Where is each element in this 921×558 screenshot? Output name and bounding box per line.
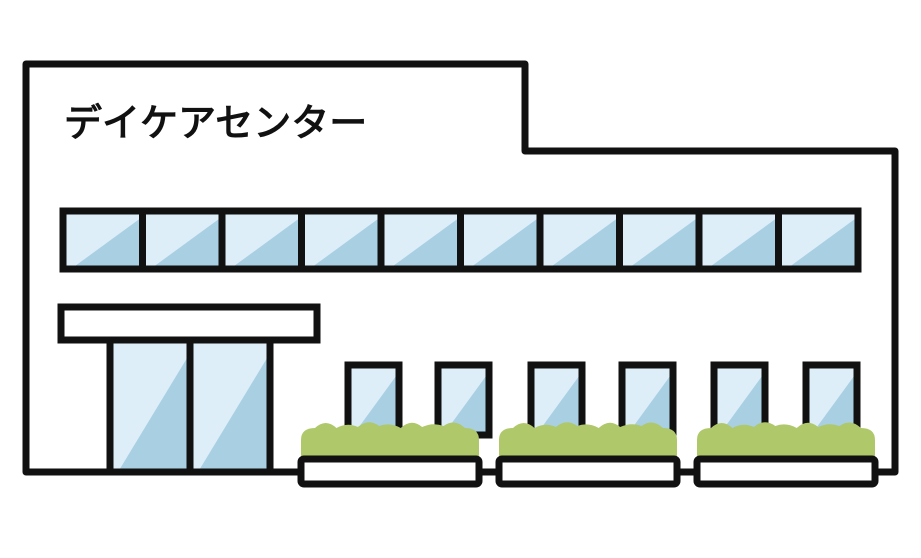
band-window-pane-shade — [309, 216, 381, 269]
planter-box — [693, 455, 879, 488]
door-left-glass-shade — [118, 353, 190, 472]
small-window-glass-shade — [719, 372, 765, 435]
small-window-glass-shade — [353, 372, 399, 435]
band-window-pane-shade — [150, 216, 222, 269]
planter-box — [297, 455, 483, 488]
small-window-glass-shade — [627, 372, 673, 435]
band-window-pane-shade — [70, 216, 143, 269]
upper-window-band — [59, 207, 862, 273]
door-right-glass-shade — [198, 353, 270, 472]
bush — [301, 422, 479, 458]
band-window-pane-shade — [388, 216, 461, 269]
planter-box — [495, 455, 681, 488]
band-window-pane-shade — [468, 216, 540, 269]
building-sign: デイケアセンター — [64, 101, 367, 145]
band-window-pane-shade — [706, 216, 779, 269]
band-window-pane-shade — [786, 216, 858, 269]
band-window-pane-shade — [229, 216, 302, 269]
entrance-door — [106, 336, 274, 476]
bush — [697, 422, 875, 458]
bush — [499, 422, 677, 458]
small-window-glass-shade — [811, 372, 857, 435]
planters — [26, 422, 895, 488]
entrance-canopy — [57, 303, 321, 344]
band-window-pane-shade — [627, 216, 699, 269]
band-window-pane-shade — [547, 216, 620, 269]
small-window-glass-shade — [443, 372, 489, 435]
small-window-glass-shade — [536, 372, 582, 435]
